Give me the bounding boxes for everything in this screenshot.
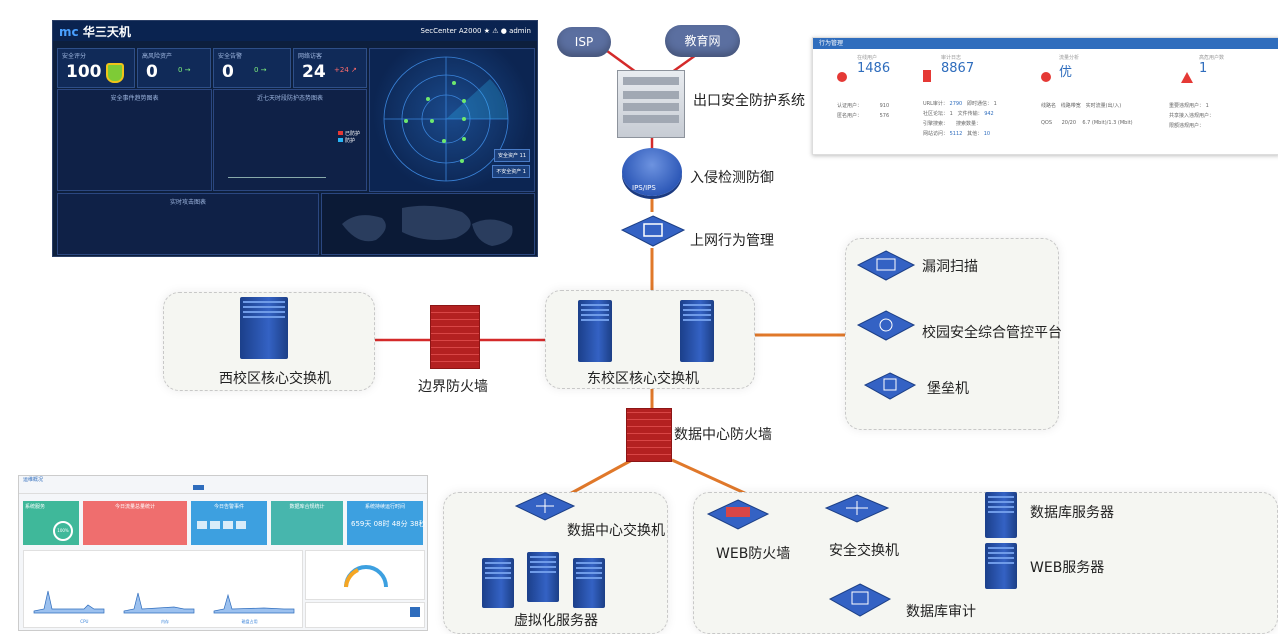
panel-realtime-attack: 实时攻击图表	[57, 193, 319, 255]
panel-event-trend: 安全事件趋势图表	[57, 89, 212, 191]
cloud-edu-network: 教育网	[665, 25, 740, 57]
vuln-scan-device	[856, 250, 916, 281]
legend-disk: 磁盘占用	[241, 619, 258, 624]
tile-alert-events: 今日告警事件	[191, 501, 267, 545]
stat-traffic-analysis: 流量分析优	[1059, 55, 1080, 80]
tile-db-compliance: 数据库合规统计	[271, 501, 343, 545]
tile-system-service: 系统服务 100%	[23, 501, 79, 545]
db-server	[985, 492, 1017, 538]
label-web-server: WEB服务器	[1030, 560, 1105, 576]
label-egress: 出口安全防护系统	[693, 93, 805, 109]
east-core-switch-a	[578, 300, 612, 362]
panel-protection-trend: 近七天时段防护态势图表 已防护 防护	[213, 89, 367, 191]
security-dashboard-screenshot: mc 华三天机 SecCenter A2000 ★ ⚠ ● admin 安全评分…	[52, 20, 538, 257]
warning-icon	[1181, 72, 1193, 83]
dashboard-brand: mc 华三天机	[59, 24, 131, 39]
ops-chart-area: CPU 内存 磁盘占用	[23, 550, 303, 628]
virtual-server-3	[573, 558, 605, 608]
info-icon[interactable]	[410, 607, 420, 617]
legend-memory: 内存	[161, 619, 170, 624]
panel-world-map	[321, 193, 535, 255]
legend-item-protected: 已防护	[344, 131, 360, 137]
legend-cpu: CPU	[80, 619, 89, 624]
label-security-switch: 安全交换机	[829, 543, 899, 559]
bastion-device	[863, 372, 917, 400]
shield-icon	[106, 63, 124, 83]
west-core-switch	[240, 297, 288, 359]
ips-device	[622, 148, 682, 196]
legend-item-protect: 防护	[344, 138, 355, 144]
tile-traffic-total: 今日流量总量统计	[83, 501, 187, 545]
border-firewall	[430, 305, 480, 369]
behavior-mgmt-device	[620, 215, 686, 247]
dashboard-user: admin	[509, 27, 531, 35]
dc-switch-device	[514, 492, 576, 521]
dashboard-header: mc 华三天机 SecCenter A2000 ★ ⚠ ● admin	[53, 21, 537, 41]
tile-uptime: 系统持续运行时间 659天 08时 48分 38秒	[347, 501, 426, 545]
label-ips: 入侵检测防御	[690, 170, 774, 186]
security-switch-device	[824, 494, 890, 523]
label-dc-switch: 数据中心交换机	[567, 523, 665, 539]
label-bastion: 堡垒机	[927, 381, 969, 397]
ips-badge: IPS/IPS	[632, 184, 656, 192]
label-vuln-scan: 漏洞扫描	[922, 259, 978, 275]
panel-header: 行为管理	[813, 38, 1278, 49]
security-platform-device	[856, 310, 916, 341]
datacenter-firewall	[626, 408, 672, 462]
cloud-isp: ISP	[557, 27, 611, 57]
label-web-fw: WEB防火墙	[716, 546, 791, 562]
log-icon	[923, 70, 931, 82]
label-db-audit: 数据库审计	[906, 604, 976, 620]
virtual-server-2	[527, 552, 559, 602]
label-virtual-servers: 虚拟化服务器	[514, 613, 598, 629]
bell-icon	[837, 72, 847, 82]
gauge-icon	[1041, 72, 1051, 82]
web-firewall-device	[706, 499, 770, 530]
ops-header: 运维概况	[23, 477, 44, 483]
label-border-fw: 边界防火墙	[418, 379, 488, 395]
ops-dashboard-screenshot: 运维概况 系统服务 100% 今日流量总量统计 今日告警事件 数据库合规统计 系…	[18, 475, 428, 631]
button-unsafe-assets[interactable]: 不安全资产 1	[492, 165, 530, 178]
label-behavior-mgmt: 上网行为管理	[690, 233, 774, 249]
db-audit-device	[828, 583, 892, 617]
ops-gauge	[305, 550, 425, 600]
label-east-core: 东校区核心交换机	[587, 371, 699, 387]
web-server	[985, 543, 1017, 589]
east-core-switch-b	[680, 300, 714, 362]
virtual-server-1	[482, 558, 514, 608]
label-security-platform: 校园安全综合管控平台	[922, 325, 1062, 341]
button-safe-assets[interactable]: 安全资产 11	[494, 149, 530, 162]
label-dc-fw: 数据中心防火墙	[674, 427, 772, 443]
dashboard-product: SecCenter A2000	[420, 27, 482, 35]
panel-radar: 安全资产 11 不安全资产 1	[369, 48, 535, 192]
label-west-core: 西校区核心交换机	[219, 371, 331, 387]
egress-security-appliance	[617, 70, 685, 138]
ops-side-panel	[305, 602, 425, 628]
label-db-server: 数据库服务器	[1030, 505, 1114, 521]
